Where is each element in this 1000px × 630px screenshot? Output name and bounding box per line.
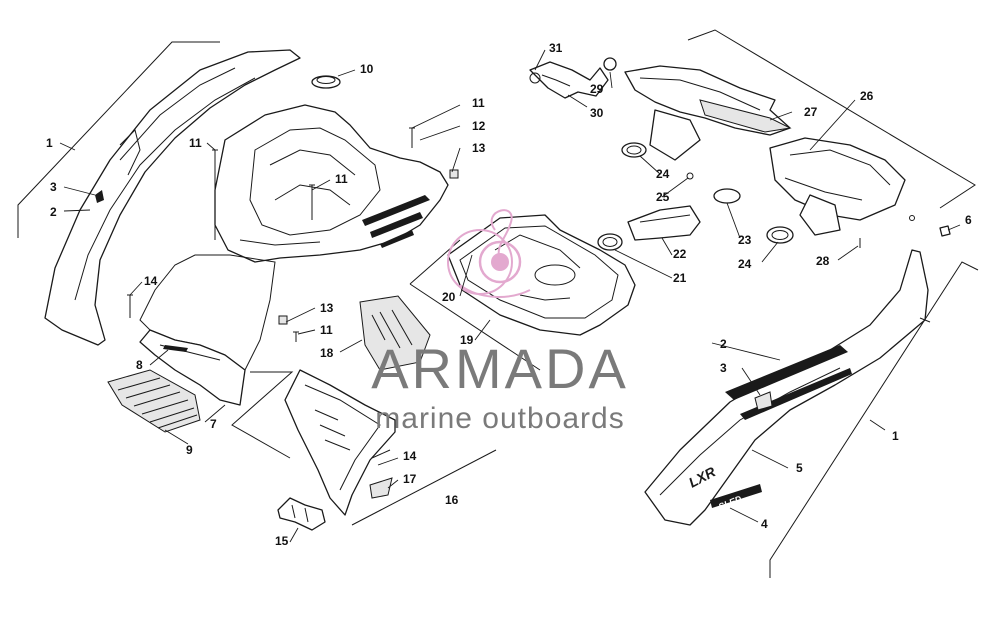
callout-2-right: 2 xyxy=(720,337,727,351)
callout-11-b: 11 xyxy=(189,136,202,150)
callout-6: 6 xyxy=(965,213,972,227)
callout-14-b: 14 xyxy=(403,449,417,463)
callout-5: 5 xyxy=(796,461,803,475)
intake-chamber xyxy=(769,137,906,236)
callout-26: 26 xyxy=(860,89,874,103)
callout-27: 27 xyxy=(804,105,818,119)
callout-8: 8 xyxy=(136,358,143,372)
shield xyxy=(359,295,431,371)
callout-11-a: 11 xyxy=(472,96,485,110)
lower-panel xyxy=(231,369,396,516)
callout-4: 4 xyxy=(761,517,768,531)
callout-31: 31 xyxy=(549,41,563,55)
air-box xyxy=(409,214,636,371)
clamp-ring xyxy=(597,142,951,251)
watermark-tagline: marine outboards xyxy=(375,402,624,435)
callout-11-c: 11 xyxy=(335,172,348,186)
callout-2-left: 2 xyxy=(50,205,57,219)
callout-11-d: 11 xyxy=(320,323,333,337)
callout-15: 15 xyxy=(275,534,289,548)
leader-lines xyxy=(59,49,961,543)
callout-13-a: 13 xyxy=(472,141,486,155)
airbox-lid xyxy=(624,29,976,209)
callout-10: 10 xyxy=(360,62,374,76)
callout-1-right: 1 xyxy=(892,429,899,443)
callout-7: 7 xyxy=(210,417,217,431)
watermark-logo xyxy=(447,209,531,298)
callout-20: 20 xyxy=(442,290,456,304)
bracket-line-16 xyxy=(351,449,497,526)
callout-21: 21 xyxy=(673,271,687,285)
callout-12: 12 xyxy=(472,119,486,133)
callout-17: 17 xyxy=(403,472,417,486)
callout-3-right: 3 xyxy=(720,361,727,375)
left-side-panel xyxy=(17,41,301,346)
callout-labels: 1 2 3 4 5 6 7 8 9 10 11 11 11 11 12 13 1… xyxy=(46,41,972,548)
callout-9: 9 xyxy=(186,443,193,457)
callout-22: 22 xyxy=(673,247,687,261)
callout-25: 25 xyxy=(656,190,670,204)
intake-tube xyxy=(529,57,617,99)
right-side-panel xyxy=(644,249,979,578)
callout-19: 19 xyxy=(460,333,474,347)
callout-28: 28 xyxy=(816,254,830,268)
callout-16: 16 xyxy=(445,493,459,507)
callout-13-b: 13 xyxy=(320,301,334,315)
callout-24-b: 24 xyxy=(738,257,752,271)
callout-14-a: 14 xyxy=(144,274,158,288)
callout-23: 23 xyxy=(738,233,752,247)
vent-grille xyxy=(107,369,201,433)
hood xyxy=(139,104,449,406)
callout-30: 30 xyxy=(590,106,604,120)
mounting-bracket xyxy=(277,497,326,531)
callout-29: 29 xyxy=(590,82,604,96)
grommet xyxy=(311,75,341,89)
callout-3-left: 3 xyxy=(50,180,57,194)
callout-1-left: 1 xyxy=(46,136,53,150)
callout-24-a: 24 xyxy=(656,167,670,181)
watermark-brand: ARMADA xyxy=(371,337,629,400)
callout-18: 18 xyxy=(320,346,334,360)
